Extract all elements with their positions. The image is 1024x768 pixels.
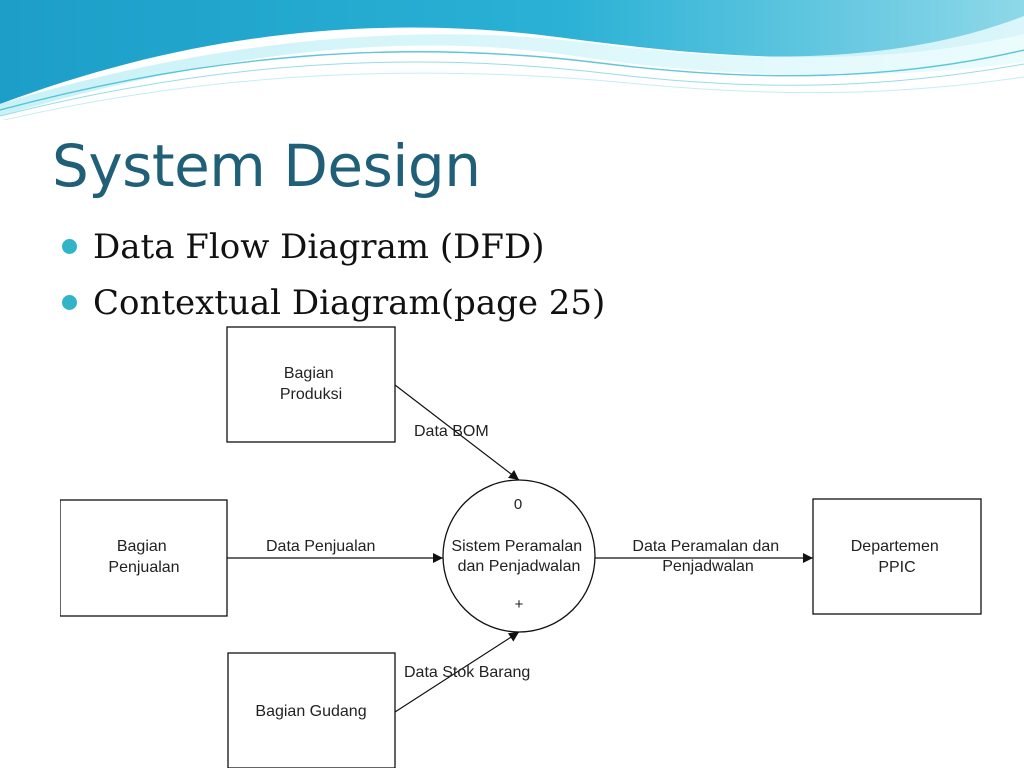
process-name-line-2: dan Penjadwalan xyxy=(458,558,581,575)
flow-data-penjualan: Data Penjualan xyxy=(227,538,443,563)
entity-departemen-ppic-label: Departemen PPIC xyxy=(851,538,944,576)
flow-data-stok-barang-label: Data Stok Barang xyxy=(404,664,530,681)
entity-bagian-produksi-label: Bagian Produksi xyxy=(280,365,342,403)
entity-departemen-ppic: Departemen PPIC xyxy=(812,498,982,615)
flow-data-stok-barang: Data Stok Barang xyxy=(394,631,530,713)
flow-data-stok-barang-arrow xyxy=(394,631,520,713)
process-name: Sistem Peramalan dan Penjadwalan xyxy=(451,538,586,575)
entity-departemen-ppic-line-2: PPIC xyxy=(878,559,915,576)
flow-output-line-1: Data Peramalan dan xyxy=(632,538,779,555)
entity-bagian-gudang-label: Bagian Gudang xyxy=(255,703,366,720)
bullet-list: Data Flow Diagram (DFD) Contextual Diagr… xyxy=(62,224,605,336)
entity-bagian-penjualan-label: Bagian Penjualan xyxy=(108,538,179,576)
context-diagram-canvas: Bagian Produksi Bagian Penjualan Bagian … xyxy=(60,326,982,768)
bullet-text-contextual-diagram: Contextual Diagram(page 25) xyxy=(93,283,606,323)
flow-data-peramalan-penjadwalan-label: Data Peramalan dan Penjadwalan xyxy=(632,538,783,575)
bullet-item-dfd: Data Flow Diagram (DFD) xyxy=(62,224,605,280)
page-title: System Design xyxy=(52,132,481,200)
process-plus-symbol: + xyxy=(515,596,524,613)
flow-data-bom: Data BOM xyxy=(394,384,520,481)
bullet-item-contextual-diagram: Contextual Diagram(page 25) xyxy=(62,280,605,336)
bullet-dot-icon xyxy=(62,239,77,254)
top-wave-decoration xyxy=(0,0,1024,120)
flow-output-line-2: Penjadwalan xyxy=(662,558,754,575)
entity-bagian-produksi-line-1: Bagian xyxy=(284,365,334,382)
process-name-line-1: Sistem Peramalan xyxy=(451,538,582,555)
flow-data-bom-label: Data BOM xyxy=(414,423,489,440)
entity-bagian-penjualan-line-1: Bagian xyxy=(117,538,167,555)
flow-data-penjualan-label: Data Penjualan xyxy=(266,538,375,555)
flow-data-bom-arrow xyxy=(394,384,520,481)
process-sistem-peramalan: 0 Sistem Peramalan dan Penjadwalan + xyxy=(442,479,596,633)
flow-data-peramalan-penjadwalan: Data Peramalan dan Penjadwalan xyxy=(595,538,813,575)
bullet-dot-icon xyxy=(62,295,77,310)
entity-bagian-produksi: Bagian Produksi xyxy=(226,326,396,443)
bullet-text-dfd: Data Flow Diagram (DFD) xyxy=(93,227,545,267)
entity-bagian-produksi-line-2: Produksi xyxy=(280,386,342,403)
entity-bagian-penjualan-line-2: Penjualan xyxy=(108,559,179,576)
entity-bagian-gudang: Bagian Gudang xyxy=(227,652,396,768)
entity-bagian-penjualan: Bagian Penjualan xyxy=(60,499,228,617)
entity-departemen-ppic-line-1: Departemen xyxy=(851,538,939,555)
context-diagram: Bagian Produksi Bagian Penjualan Bagian … xyxy=(60,322,982,768)
process-number: 0 xyxy=(514,496,522,513)
